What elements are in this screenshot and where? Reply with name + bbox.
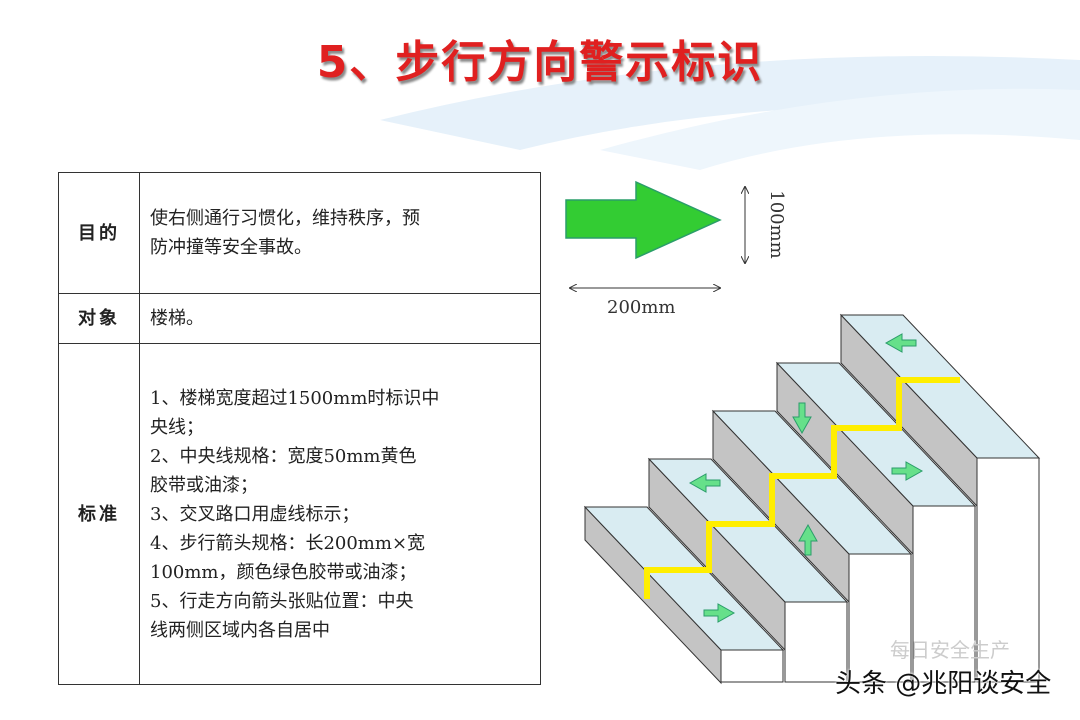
- table-row: 对象 楼梯。: [58, 293, 541, 344]
- arrow-up-icon: [798, 523, 818, 556]
- text-line: 1、楼梯宽度超过1500mm时标识中: [150, 387, 440, 409]
- text-line: 防冲撞等安全事故。: [150, 237, 312, 258]
- row-value: 1、楼梯宽度超过1500mm时标识中 央线； 2、中央线规格：宽度50mm黄色 …: [139, 343, 541, 685]
- height-label: 100mm: [765, 190, 787, 259]
- table-row: 标准 1、楼梯宽度超过1500mm时标识中 央线； 2、中央线规格：宽度50mm…: [58, 343, 541, 685]
- text-line: 线两侧区域内各自居中: [150, 619, 330, 641]
- green-arrow-icon: [565, 180, 722, 260]
- arrow-left-icon: [688, 473, 721, 493]
- watermark-faint: 每日安全生产: [890, 638, 1010, 662]
- row-value: 楼梯。: [139, 293, 541, 344]
- text-line: 央线；: [150, 416, 204, 438]
- step-tread: [775, 362, 977, 507]
- text-line: 5、行走方向箭头张贴位置：中央: [150, 590, 414, 612]
- text-line: 楼梯。: [150, 308, 204, 329]
- text-line: 3、交叉路口用虚线标示；: [150, 503, 360, 525]
- length-label: 200mm: [607, 297, 676, 318]
- arrow-left-icon: [884, 333, 917, 353]
- text-line: 使右侧通行习惯化，维持秩序，预: [150, 208, 420, 229]
- info-table: 目的 使右侧通行习惯化，维持秩序，预 防冲撞等安全事故。 对象 楼梯。 标准 1…: [58, 172, 541, 685]
- step-front-face: [720, 649, 784, 683]
- arrow-down-icon: [792, 402, 812, 435]
- row-label: 对象: [58, 293, 140, 344]
- walking-arrows: [688, 333, 924, 623]
- step-tread: [583, 506, 785, 651]
- text-line: 4、步行箭头规格：长200mm×宽: [150, 532, 426, 554]
- step-tread: [839, 314, 1041, 459]
- text-line: 2、中央线规格：宽度50mm黄色: [150, 445, 417, 467]
- row-value: 使右侧通行习惯化，维持秩序，预 防冲撞等安全事故。: [139, 172, 541, 294]
- stairs: [583, 313, 1041, 685]
- step-tread: [647, 458, 849, 603]
- background-swoosh: [380, 56, 1080, 170]
- step-tread: [711, 410, 913, 555]
- yellow-centerline: [644, 377, 960, 599]
- text-line: 100mm，颜色绿色胶带或油漆；: [150, 561, 417, 583]
- arrow-right-icon: [891, 461, 924, 481]
- table-row: 目的 使右侧通行习惯化，维持秩序，预 防冲撞等安全事故。: [58, 172, 541, 294]
- text-line: 胶带或油漆；: [150, 474, 258, 496]
- row-label: 标准: [58, 343, 140, 685]
- watermark-main: 头条 @兆阳谈安全: [835, 669, 1052, 699]
- step-front-face: [848, 553, 912, 683]
- page-title: 5、步行方向警示标识: [316, 37, 764, 88]
- arrow-right-icon: [703, 603, 736, 623]
